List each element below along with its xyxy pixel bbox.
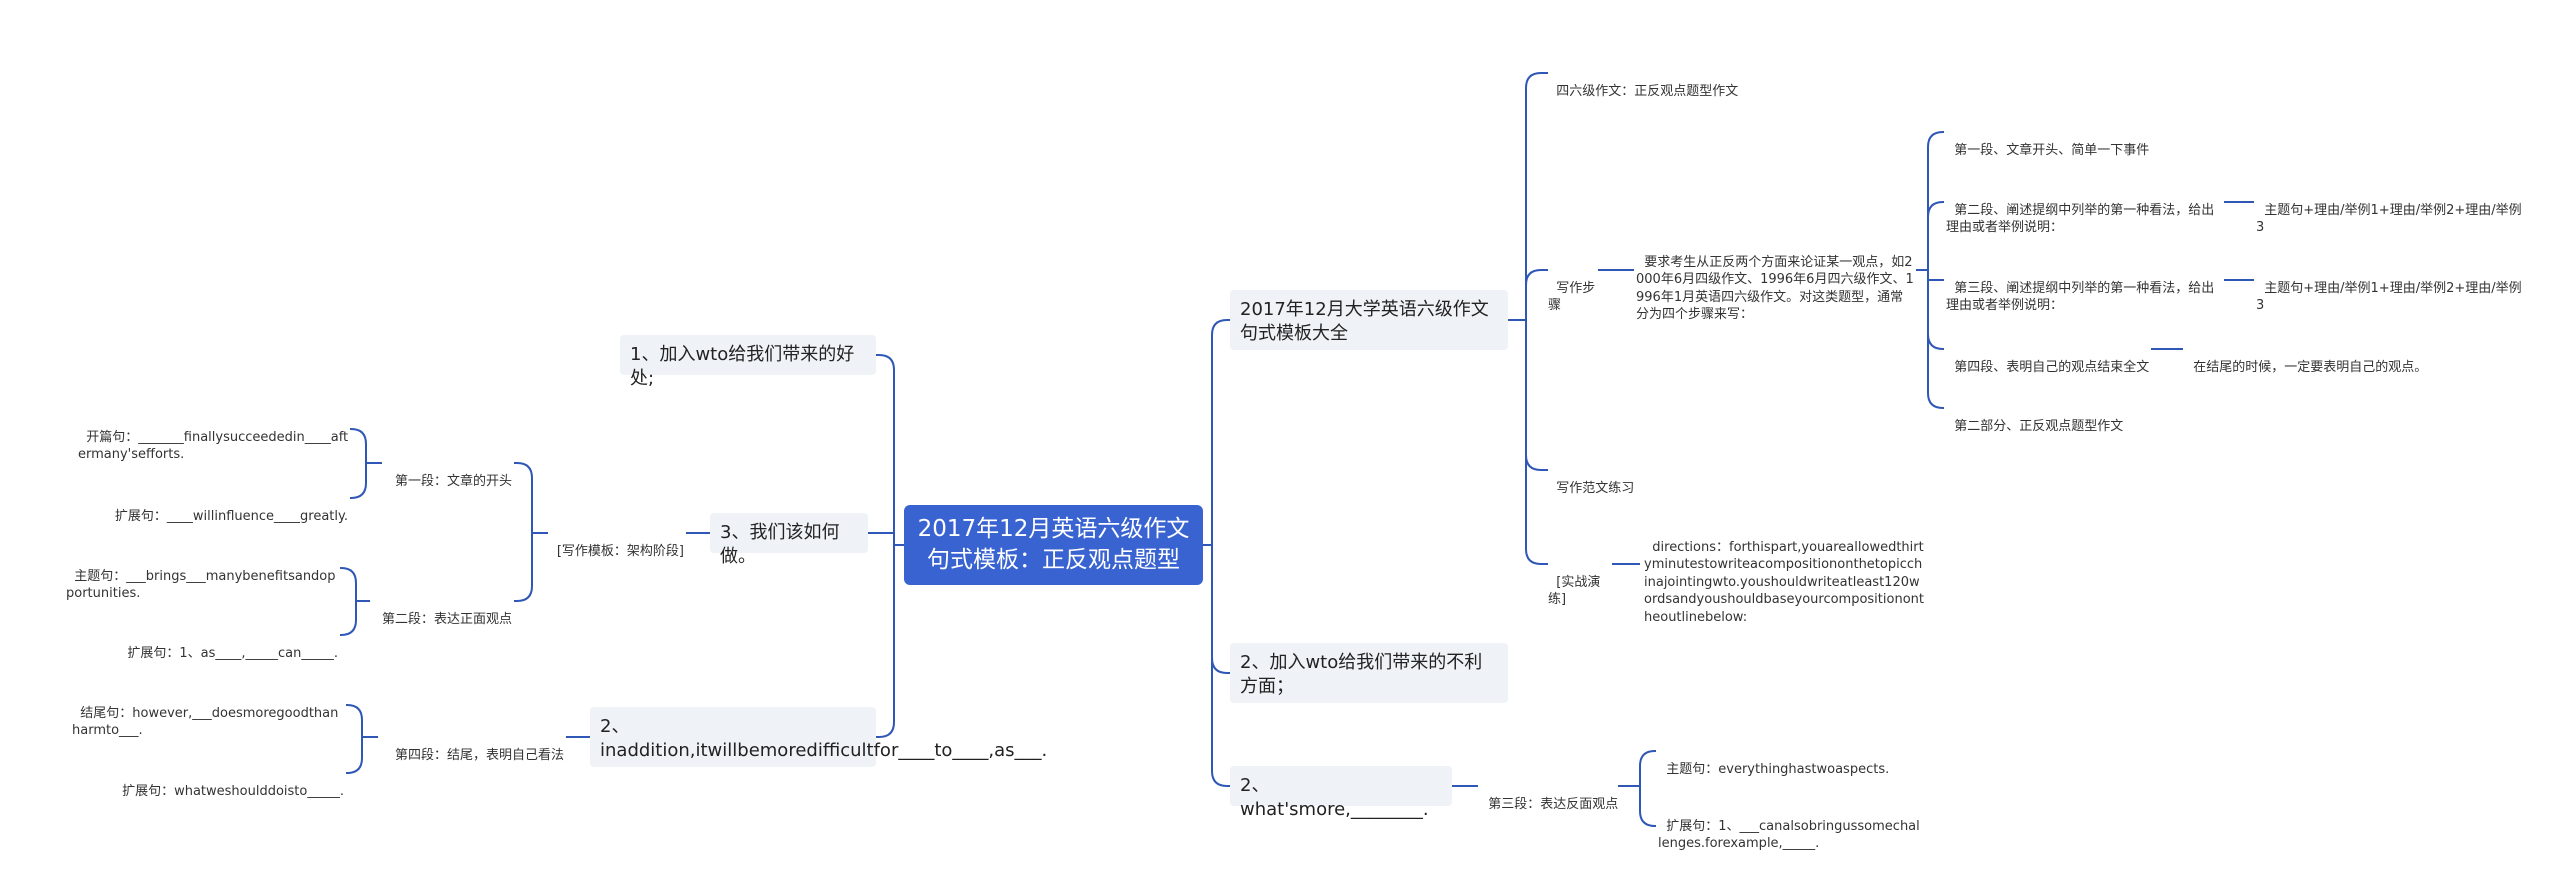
- branch-label: 2、加入wto给我们带来的不利方面；: [1240, 652, 1483, 698]
- topic-label: 结尾句：however,___doesmoregoodthanharmto___…: [72, 705, 339, 739]
- topic-label: 第三段、阐述提纲中列举的第一种看法，给出理由或者举例说明：: [1946, 280, 2215, 314]
- topic-label: 写作范文练习: [1556, 480, 1635, 496]
- topic-label: 主题句：___brings___manybenefitsandopportuni…: [66, 568, 336, 602]
- topic-label: 扩展句：whatweshoulddoisto_____.: [122, 783, 344, 799]
- step-2-formula[interactable]: 主题句+理由/举例1+理由/举例2+理由/举例3: [2256, 184, 2526, 237]
- topic-label: 扩展句：____willinfluence____greatly.: [114, 508, 348, 524]
- topic-paragraph-2[interactable]: 第二段：表达正面观点: [364, 593, 512, 628]
- paragraph-1-opening[interactable]: 开篇句：_______finallysucceededin____afterma…: [78, 411, 350, 464]
- root-topic[interactable]: 2017年12月英语六级作文句式模板：正反观点题型: [904, 505, 1203, 585]
- topic-label: 扩展句：1、___canalsobringussomechallenges.fo…: [1658, 818, 1920, 852]
- branch-label: 1、加入wto给我们带来的好处;: [630, 344, 855, 390]
- branch-what-to-do[interactable]: 3、我们该如何做。: [710, 513, 868, 567]
- topic-label: 第四段：结尾，表明自己看法: [394, 747, 564, 763]
- branch-template-collection[interactable]: 2017年12月大学英语六级作文句式模板大全: [1230, 290, 1508, 350]
- topic-paragraph-3[interactable]: 第三段：表达反面观点: [1480, 778, 1620, 813]
- branch-whatsmore[interactable]: 2、what'smore,________.: [1230, 766, 1452, 820]
- topic-label: 开篇句：_______finallysucceededin____afterma…: [78, 429, 349, 463]
- step-2[interactable]: 第二段、阐述提纲中列举的第一种看法，给出理由或者举例说明：: [1946, 184, 2224, 237]
- paragraph-3-topic-sentence[interactable]: 主题句：everythinghastwoaspects.: [1658, 743, 1918, 778]
- topic-label: [实战演练]: [1548, 574, 1601, 608]
- topic-label: directions：forthispart,youareallowedthir…: [1644, 539, 1924, 625]
- step-3-formula[interactable]: 主题句+理由/举例1+理由/举例2+理由/举例3: [2256, 262, 2526, 315]
- topic-paragraph-1[interactable]: 第一段：文章的开头: [376, 455, 512, 490]
- step-4[interactable]: 第四段、表明自己的观点结束全文: [1946, 341, 2156, 376]
- topic-label: [写作模板：架构阶段]: [556, 543, 684, 559]
- topic-practice[interactable]: 写作范文练习: [1548, 462, 1648, 497]
- topic-essay-type[interactable]: 四六级作文：正反观点题型作文: [1548, 65, 1768, 100]
- step-4-note[interactable]: 在结尾的时候，一定要表明自己的观点。: [2185, 341, 2445, 376]
- topic-label: 主题句+理由/举例1+理由/举例2+理由/举例3: [2256, 280, 2522, 314]
- topic-paragraph-4[interactable]: 第四段：结尾，表明自己看法: [364, 729, 564, 764]
- topic-label: 在结尾的时候，一定要表明自己的观点。: [2193, 359, 2428, 375]
- topic-template-structure[interactable]: [写作模板：架构阶段]: [538, 525, 684, 560]
- paragraph-2-topic-sentence[interactable]: 主题句：___brings___manybenefitsandopportuni…: [66, 550, 340, 603]
- topic-label: 第一段、文章开头、简单一下事件: [1954, 142, 2150, 158]
- paragraph-4-extension[interactable]: 扩展句：whatweshoulddoisto_____.: [70, 765, 344, 800]
- branch-label: 2、what'smore,________.: [1240, 775, 1429, 821]
- branch-disadvantages[interactable]: 2、加入wto给我们带来的不利方面；: [1230, 643, 1508, 703]
- step-5[interactable]: 第二部分、正反观点题型作文: [1946, 400, 2206, 435]
- topic-drill[interactable]: [实战演练]: [1548, 556, 1618, 609]
- topic-label: 第四段、表明自己的观点结束全文: [1954, 359, 2150, 375]
- topic-label: 主题句+理由/举例1+理由/举例2+理由/举例3: [2256, 202, 2522, 236]
- topic-label: 第二段：表达正面观点: [381, 611, 512, 627]
- branch-label: 2、inaddition,itwillbemoredifficultfor___…: [600, 716, 1048, 762]
- paragraph-1-extension[interactable]: 扩展句：____willinfluence____greatly.: [70, 490, 348, 525]
- steps-description[interactable]: 要求考生从正反两个方面来论证某一观点，如2000年6月四级作文、1996年6月四…: [1636, 236, 1916, 324]
- topic-label: 第二段、阐述提纲中列举的第一种看法，给出理由或者举例说明：: [1946, 202, 2215, 236]
- branch-benefits[interactable]: 1、加入wto给我们带来的好处;: [620, 335, 876, 389]
- drill-directions[interactable]: directions：forthispart,youareallowedthir…: [1644, 521, 1924, 626]
- paragraph-4-conclusion[interactable]: 结尾句：however,___doesmoregoodthanharmto___…: [72, 687, 346, 740]
- topic-label: 写作步骤: [1548, 280, 1596, 314]
- paragraph-2-extension[interactable]: 扩展句：1、as____,_____can_____.: [60, 627, 338, 662]
- topic-label: 四六级作文：正反观点题型作文: [1556, 83, 1739, 99]
- step-3[interactable]: 第三段、阐述提纲中列举的第一种看法，给出理由或者举例说明：: [1946, 262, 2224, 315]
- step-1[interactable]: 第一段、文章开头、简单一下事件: [1946, 124, 2226, 159]
- topic-label: 第二部分、正反观点题型作文: [1954, 418, 2124, 434]
- topic-label: 要求考生从正反两个方面来论证某一观点，如2000年6月四级作文、1996年6月四…: [1636, 254, 1914, 323]
- topic-label: 扩展句：1、as____,_____can_____.: [127, 645, 338, 661]
- branch-label: 3、我们该如何做。: [720, 522, 840, 568]
- branch-label: 2017年12月大学英语六级作文句式模板大全: [1240, 299, 1489, 345]
- branch-in-addition[interactable]: 2、inaddition,itwillbemoredifficultfor___…: [590, 707, 1047, 767]
- root-topic-label: 2017年12月英语六级作文句式模板：正反观点题型: [917, 515, 1190, 573]
- paragraph-3-extension[interactable]: 扩展句：1、___canalsobringussomechallenges.fo…: [1658, 800, 1920, 853]
- topic-label: 第三段：表达反面观点: [1488, 796, 1619, 812]
- topic-label: 主题句：everythinghastwoaspects.: [1666, 761, 1890, 777]
- topic-label: 第一段：文章的开头: [394, 473, 512, 489]
- topic-writing-steps[interactable]: 写作步骤: [1548, 262, 1608, 315]
